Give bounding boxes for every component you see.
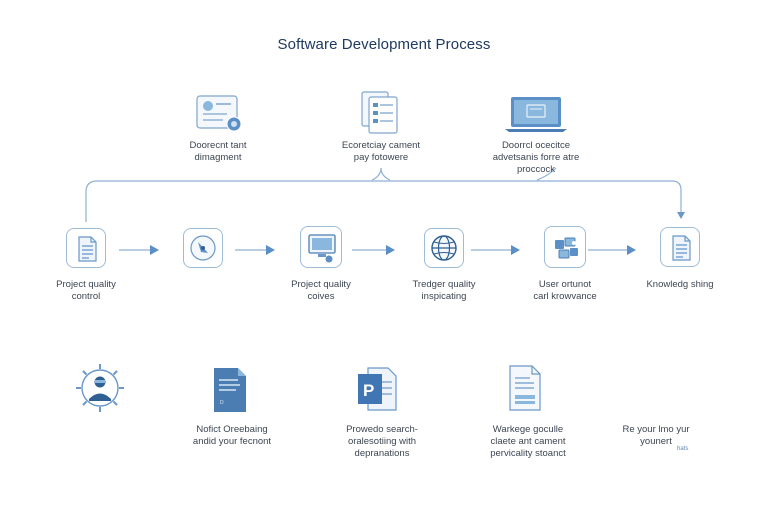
diagram-title: Software Development Process [277,36,491,53]
svg-text:D: D [220,400,224,406]
arrow-2 [266,245,275,255]
bottom-note: hats [677,446,689,452]
powerpoint-file-icon: P [354,364,400,414]
node-compass[interactable] [183,228,223,268]
arrow-3 [386,245,395,255]
document-icon [78,236,97,262]
compass-icon [190,235,216,261]
node-user-ortunot[interactable] [544,226,586,268]
node-knowledg-shing[interactable] [660,227,700,267]
arrow-1 [150,245,159,255]
monitor-icon [308,234,336,263]
laptop-icon [503,94,569,134]
bracket-arrowhead [677,212,685,219]
node-project-quality-coives[interactable] [300,226,342,268]
bracket-line [85,180,682,222]
node-project-quality-control[interactable] [66,228,106,268]
mid-label-6: Knowledg shing [646,279,714,290]
puzzle-icon [555,237,578,259]
node-tredger-quality[interactable] [424,228,464,268]
file-icon: D [210,366,250,414]
arrow-5 [627,245,636,255]
documents-stack-icon [360,90,402,136]
arrow-4 [511,245,520,255]
top-connector-2 [371,167,382,181]
user-gear-icon [74,362,126,414]
globe-icon [431,235,457,261]
document-chart-icon [506,364,544,414]
certificate-document-icon [195,94,245,134]
svg-text:P: P [363,381,374,400]
top-connector-3 [536,167,557,181]
document-icon [672,235,691,261]
